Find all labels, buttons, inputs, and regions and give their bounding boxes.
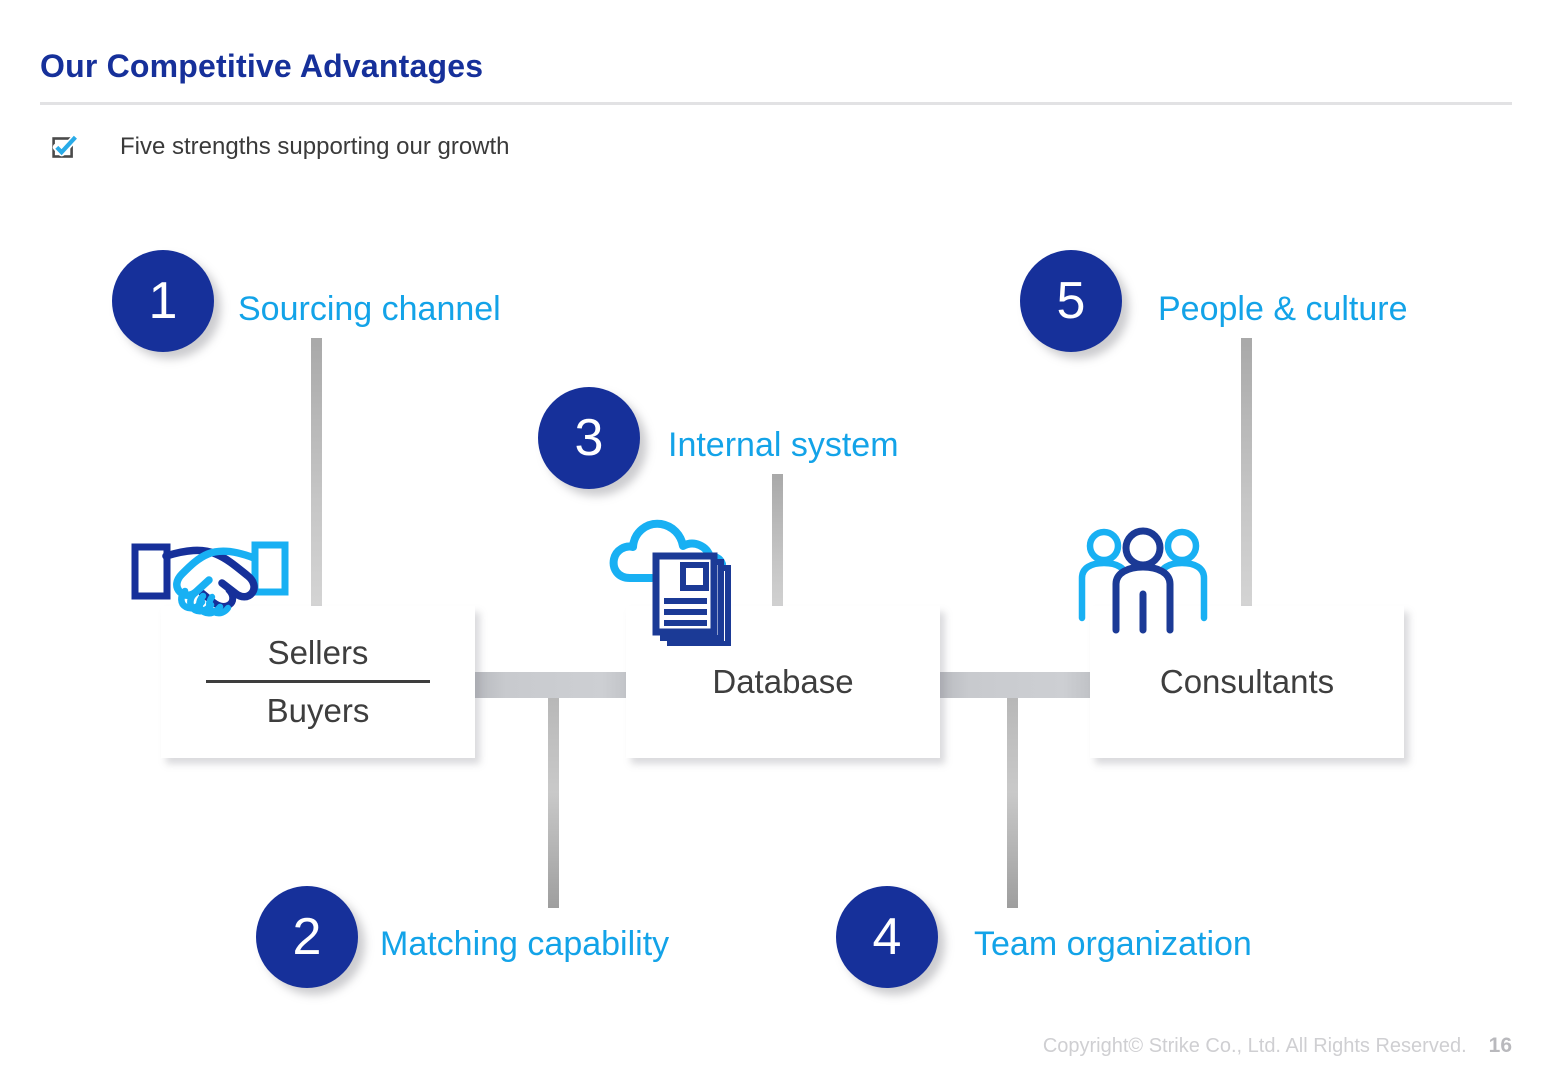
badge-label-5: People & culture	[1158, 290, 1408, 328]
sellers-buyers-stack: Sellers Buyers	[206, 633, 430, 731]
page-title: Our Competitive Advantages	[40, 48, 484, 84]
subtitle-text: Five strengths supporting our growth	[120, 133, 510, 160]
badge-label-2: Matching capability	[380, 925, 670, 963]
footer: Copyright© Strike Co., Ltd. All Rights R…	[1043, 1034, 1512, 1058]
stem-badge-1	[311, 338, 322, 636]
badge-label-3: Internal system	[668, 426, 899, 464]
flow-box-label-sellers: Sellers	[267, 634, 369, 672]
flow-box-label-database: Database	[712, 663, 854, 700]
handshake-icon	[130, 528, 290, 625]
connector-database-to-consultants	[932, 672, 1100, 698]
stem-badge-4	[1007, 698, 1018, 908]
badge-2[interactable]: 2	[256, 886, 358, 988]
people-group-icon	[1078, 522, 1208, 639]
footer-page-number: 16	[1488, 1034, 1512, 1057]
badge-3[interactable]: 3	[538, 387, 640, 489]
connector-sellers-to-database	[468, 672, 640, 698]
flow-box-consultants[interactable]: Consultants	[1090, 606, 1404, 758]
badge-1[interactable]: 1	[112, 250, 214, 352]
footer-copyright: Copyright© Strike Co., Ltd. All Rights R…	[1042, 1035, 1467, 1057]
flow-box-sellers-buyers[interactable]: Sellers Buyers	[161, 606, 475, 758]
flow-box-label-buyers: Buyers	[266, 691, 370, 729]
stem-badge-5	[1241, 338, 1252, 636]
header-divider	[40, 102, 1512, 105]
flow-box-label-consultants: Consultants	[1159, 663, 1335, 700]
cloud-documents-icon	[608, 506, 738, 651]
badge-4[interactable]: 4	[836, 886, 938, 988]
subtitle-row: Five strengths supporting our growth	[52, 132, 510, 161]
checkbox-checked-icon	[52, 132, 80, 160]
badge-label-4: Team organization	[974, 925, 1252, 963]
stem-badge-2	[548, 698, 559, 908]
badge-5[interactable]: 5	[1020, 250, 1122, 352]
badge-label-1: Sourcing channel	[238, 290, 501, 328]
stem-badge-3	[772, 474, 783, 636]
sellers-buyers-divider	[206, 679, 430, 683]
